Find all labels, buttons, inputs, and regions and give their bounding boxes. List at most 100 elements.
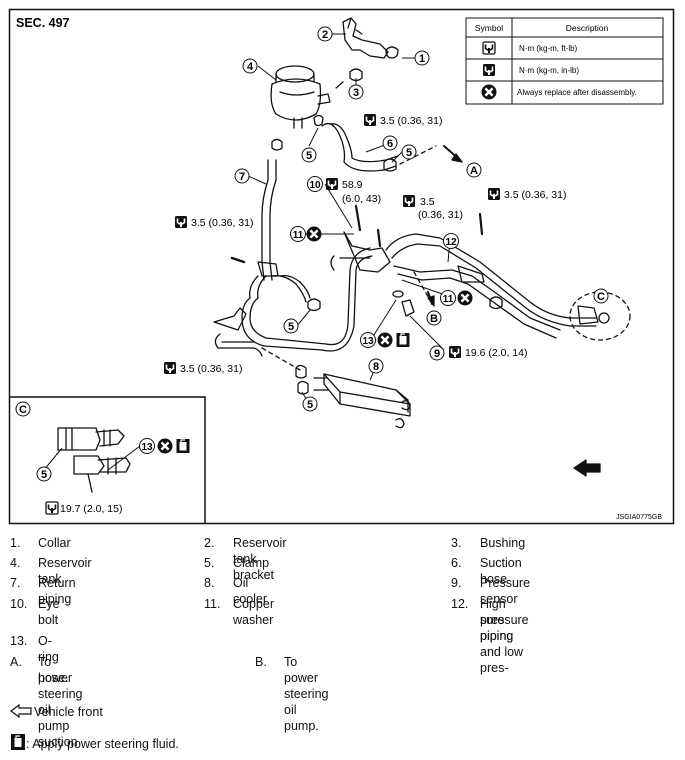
torque-wrench-icon	[325, 177, 339, 191]
legend-text: Suction hose	[480, 556, 522, 586]
callout-9: 9	[429, 345, 445, 361]
legend-num: B.	[255, 655, 267, 669]
svg-text:10: 10	[309, 180, 321, 191]
legend-num: A.	[10, 655, 22, 669]
legend-num: 1.	[10, 536, 21, 550]
always-replace-icon	[480, 83, 498, 101]
legend-text: Eye bolt	[38, 597, 60, 627]
torque-center-2: (0.36, 31)	[418, 209, 463, 221]
callout-5-detail: 5	[36, 466, 52, 482]
legend-text: Reservoir tank	[38, 556, 92, 586]
callouts: 1 2 3 4 5 6 5 7 10 11 12 11 5 13 8 9 5 5…	[15, 26, 609, 482]
detail-c-drawing	[57, 427, 131, 493]
description-header: Description	[566, 23, 609, 33]
callout-5-b: 5	[401, 144, 417, 160]
torque-wrench-large-icon	[482, 41, 496, 55]
svg-text:5: 5	[41, 469, 47, 481]
clamp-upper	[313, 114, 324, 127]
figure-code: JSGIA0775GB	[616, 514, 662, 521]
svg-text:A: A	[470, 165, 478, 177]
collar	[385, 46, 399, 59]
oil-cooler	[313, 373, 411, 429]
svg-text:12: 12	[445, 237, 457, 248]
legend-num: 9.	[451, 576, 462, 590]
svg-text:2: 2	[322, 29, 328, 41]
legend-num: 3.	[451, 536, 462, 550]
svg-text:4: 4	[247, 61, 254, 73]
svg-text:5: 5	[306, 150, 312, 162]
legend-text: Oil cooler	[233, 576, 268, 606]
callout-10: 10	[307, 176, 323, 192]
hp-lp-piping	[385, 233, 597, 319]
letter-a: A	[466, 162, 482, 178]
return-piping	[261, 159, 269, 281]
legend-num: 6.	[451, 556, 462, 570]
legend-text: Copper washer	[233, 597, 274, 627]
callout-8: 8	[368, 358, 384, 374]
callout-5-d: 5	[302, 396, 318, 412]
svg-text:C: C	[597, 291, 605, 303]
parts-drawing	[8, 17, 631, 524]
vehicle-front-label: Vehicle front	[34, 705, 103, 719]
legend-num: 13.	[10, 634, 28, 648]
legend-text: Collar	[38, 536, 71, 550]
svg-text:13: 13	[141, 442, 153, 453]
torque-right: 3.5 (0.36, 31)	[504, 189, 566, 201]
callout-11-a: 11	[290, 226, 306, 242]
always-replace-icon	[456, 289, 474, 307]
callout-13-detail: 13	[139, 438, 155, 454]
svg-text:C: C	[19, 404, 27, 416]
svg-text:1: 1	[419, 53, 425, 65]
fluid-icon	[395, 332, 411, 348]
letter-c-detail: C	[15, 401, 31, 417]
torque-wrench-icon	[45, 501, 59, 515]
legend-text: Pressure sensor	[480, 576, 531, 606]
callout-3: 3	[348, 84, 364, 100]
apply-fluid-note: : Apply power steering fluid.	[10, 733, 179, 751]
svg-text:8: 8	[373, 361, 379, 373]
legend-num: 10.	[10, 597, 28, 611]
always-replace-icon	[156, 437, 174, 455]
symbol-header: Symbol	[475, 23, 503, 33]
symbol-desc-1: N·m (kg-m, ft-lb)	[519, 44, 578, 53]
svg-text:6: 6	[387, 138, 393, 150]
callout-2: 2	[317, 26, 333, 42]
torque-wrench-icon	[448, 345, 462, 359]
torque-reservoir: 3.5 (0.36, 31)	[380, 115, 442, 127]
legend-num: 12.	[451, 597, 469, 611]
always-replace-icon	[305, 225, 323, 243]
symbol-desc-2: N·m (kg-m, in-lb)	[519, 66, 579, 75]
svg-text:11: 11	[293, 230, 304, 241]
fluid-icon	[11, 734, 25, 750]
pressure-sensor	[401, 299, 415, 317]
callout-12: 12	[443, 233, 459, 249]
torque-eye-bolt-2: (6.0, 43)	[342, 193, 381, 205]
svg-text:5: 5	[288, 321, 294, 333]
torque-eye-bolt: 58.9	[342, 179, 363, 191]
svg-text:3: 3	[353, 87, 359, 99]
o-ring	[392, 290, 404, 298]
legend-text: O-ring	[38, 634, 59, 664]
legend-num: 8.	[204, 576, 215, 590]
legend-text: Bushing	[480, 536, 526, 550]
callout-4: 4	[242, 58, 258, 74]
torque-wrench-icon	[487, 187, 501, 201]
legend-text: sure piping	[480, 613, 514, 643]
torque-wrench-icon	[402, 194, 416, 208]
legend-text: Return piping	[38, 576, 76, 606]
apply-fluid-label: : Apply power steering fluid.	[26, 737, 179, 751]
vehicle-front-note: Vehicle front	[10, 703, 103, 719]
callout-7: 7	[234, 168, 250, 184]
symbol-desc-3: Always replace after disassembly.	[517, 88, 637, 97]
always-replace-icon	[376, 331, 394, 349]
reservoir-tank	[270, 65, 331, 129]
callout-6: 6	[382, 135, 398, 151]
legend-text: High pressure piping and low pres-	[480, 597, 529, 675]
svg-text:11: 11	[443, 294, 454, 305]
torque-left: 3.5 (0.36, 31)	[191, 217, 253, 229]
vehicle-front-arrow	[573, 459, 601, 477]
svg-text:13: 13	[362, 336, 374, 347]
torque-lower-left: 3.5 (0.36, 31)	[180, 363, 242, 375]
legend-text: To power steering oil pump.	[284, 655, 329, 733]
